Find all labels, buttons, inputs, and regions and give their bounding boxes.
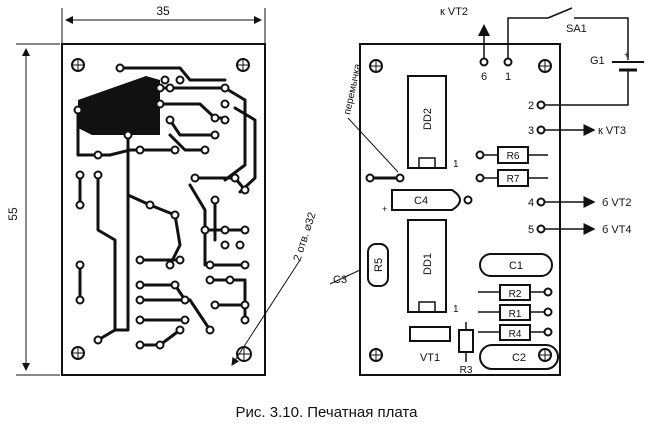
vt1-transistor: VT1 xyxy=(409,326,451,364)
r2-label: R2 xyxy=(509,289,522,300)
c2-label: C2 xyxy=(512,352,526,364)
r6-label: R6 xyxy=(507,151,520,162)
r6-resistor: R6 xyxy=(475,146,548,164)
g1-plus: + xyxy=(624,50,629,60)
dd1-chip: DD1 1 xyxy=(407,219,459,315)
left-pcb-board: 2 отв. ⌀32 xyxy=(61,43,319,376)
dd2-label: DD2 xyxy=(422,108,434,130)
top-terminals: 6 1 к VT2 xyxy=(440,6,513,83)
dd2-chip: DD2 1 xyxy=(407,75,459,170)
r5-label: R5 xyxy=(373,258,385,272)
pin5-label: 5 xyxy=(528,224,534,236)
dd2-pin1-label: 1 xyxy=(453,159,459,170)
pads xyxy=(73,63,250,350)
r3-resistor: R3 xyxy=(458,322,474,376)
dd1-pin1-label: 1 xyxy=(453,304,459,315)
right-pcb-board: 6 1 к VT2 SA1 G1 + перемычка xyxy=(329,6,644,376)
hole-dimension-label: 2 отв. ⌀32 xyxy=(291,211,318,263)
dd1-label: DD1 xyxy=(422,253,434,275)
width-label: 35 xyxy=(156,4,170,18)
g1-label: G1 xyxy=(590,55,605,67)
r1-resistor: R1 xyxy=(478,304,553,321)
width-dimension: 35 xyxy=(61,4,266,44)
r5-resistor: R5 C3 xyxy=(329,243,389,287)
base-vt2-label: б VT2 xyxy=(602,197,632,209)
c3-label: C3 xyxy=(333,274,347,286)
pin4-label: 4 xyxy=(528,197,534,209)
switch-battery-wiring xyxy=(507,7,644,106)
c1-capacitor: C1 xyxy=(479,253,553,277)
r1-label: R1 xyxy=(509,309,522,320)
r4-label: R4 xyxy=(509,329,522,340)
height-label: 55 xyxy=(6,207,20,221)
pin6-label: 6 xyxy=(481,71,487,83)
r3-label: R3 xyxy=(460,365,473,376)
copper-pour xyxy=(78,76,160,135)
figure-caption: Рис. 3.10. Печатная плата xyxy=(235,404,418,421)
right-terminals: 2 3 к VT3 4 б VT2 5 б VT4 xyxy=(528,100,632,236)
c1-label: C1 xyxy=(509,260,523,272)
pin3-label: 3 xyxy=(528,125,534,137)
r2-resistor: R2 xyxy=(478,284,553,301)
jumper: перемычка xyxy=(342,63,405,183)
r7-resistor: R7 xyxy=(475,169,548,187)
pin2-label: 2 xyxy=(528,100,534,112)
c2-capacitor: C2 xyxy=(479,344,559,370)
r7-label: R7 xyxy=(507,174,520,185)
to-vt3-label: к VT3 xyxy=(598,125,626,137)
to-vt2-label: к VT2 xyxy=(440,6,468,18)
height-dimension: 55 xyxy=(6,43,60,376)
base-vt4-label: б VT4 xyxy=(602,224,632,236)
c4-plus: + xyxy=(382,204,387,214)
r4-resistor: R4 xyxy=(478,324,553,341)
pin1-label: 1 xyxy=(505,71,511,83)
vt1-label: VT1 xyxy=(420,352,440,364)
sa1-label: SA1 xyxy=(566,23,587,35)
c4-label: C4 xyxy=(414,195,428,207)
c4-capacitor: C4 + xyxy=(382,189,473,214)
